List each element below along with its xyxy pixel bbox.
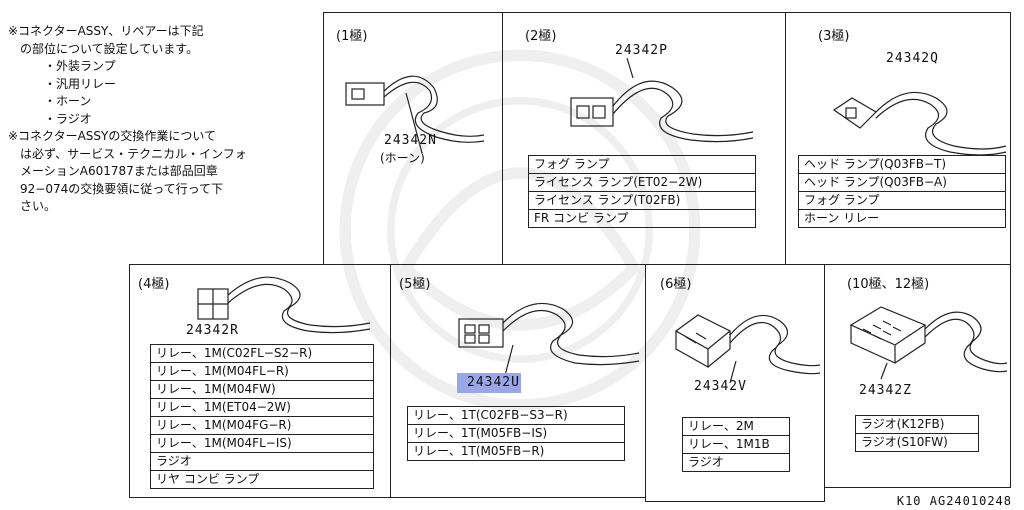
part-number: 24342R: [186, 323, 239, 338]
part-number: 24342Z: [859, 383, 912, 398]
note-line: さい。: [8, 199, 57, 213]
cell-4-pole: (4極) 24342R リレー、1M(C02FL−S2−R) リレー、1M(M0…: [129, 264, 391, 498]
usage-table: リレー、1M(C02FL−S2−R) リレー、1M(M04FL−R) リレー、1…: [150, 344, 374, 489]
table-row: ヘッド ランプ(Q03FB−A): [799, 173, 1005, 191]
usage-table: フォグ ランプ ライセンス ランプ(ET02−2W) ライセンス ランプ(T02…: [528, 155, 756, 228]
table-row: ライセンス ランプ(T02FB): [529, 191, 755, 209]
note-line: メーションA601787または部品回章: [8, 164, 218, 178]
connector-5-pole-icon: [458, 302, 640, 384]
table-row: リレー、1M(ET04−2W): [151, 398, 373, 416]
connector-1-pole-icon: [345, 75, 485, 154]
table-row: リレー、1M(M04FL−IS): [151, 434, 373, 452]
connector-10-12-pole-icon: [849, 306, 1008, 380]
highlight-marker: [457, 373, 521, 393]
cell-header: (3極): [818, 29, 850, 44]
part-number: 24342U: [467, 375, 520, 390]
note-line: ・ホーン: [8, 94, 92, 108]
note-line: 92−074の交換要領に従って行って下: [8, 181, 224, 196]
note-line: ※コネクターASSYの交換作業について: [8, 129, 216, 143]
table-row: リレー、2M: [688, 419, 754, 433]
cell-5-pole: (5極) 24342U リレー、1T(C02FB−S3−R) リレー、1T(M0…: [390, 264, 646, 498]
part-number: 24342N: [384, 133, 437, 148]
part-note: (ホーン): [380, 151, 425, 165]
document-code: K10 AG24010248: [896, 494, 1012, 508]
table-row: リレー、1M(C02FL−S2−R): [156, 346, 313, 360]
connector-4-pole-icon: [197, 276, 371, 334]
table-row: リレー、1M(M04FL−R): [151, 362, 373, 380]
table-row: フォグ ランプ: [534, 157, 610, 171]
table-row: リレー、1M(M04FW): [151, 380, 373, 398]
table-row: ラジオ: [151, 452, 373, 470]
cell-header: (5極): [399, 277, 431, 292]
table-row: フォグ ランプ: [799, 191, 1005, 209]
table-row: リレー、1T(M05FB−IS): [408, 424, 624, 442]
note-line: は必ず、サービス・テクニカル・インフォ: [8, 146, 247, 161]
notes-block: ※コネクターASSY、リペアーは下記 の部位について設定しています。 ・外装ラン…: [8, 23, 247, 216]
cell-2-pole: (2極) 24342P フォグ ランプ ライセンス ランプ(ET02−2W) ラ…: [502, 12, 786, 265]
part-number: 24342V: [694, 379, 747, 394]
part-number: 24342Q: [886, 51, 939, 66]
cell-header: (10極、12極): [847, 277, 930, 292]
table-row: ライセンス ランプ(ET02−2W): [529, 173, 755, 191]
note-line: ・汎用リレー: [8, 76, 117, 91]
note-line: ※コネクターASSY、リペアーは下記: [8, 24, 204, 38]
usage-table: ヘッド ランプ(Q03FB−T) ヘッド ランプ(Q03FB−A) フォグ ラン…: [798, 155, 1006, 228]
table-row: リヤ コンビ ランプ: [151, 470, 373, 488]
table-row: リレー、1M(M04FG−R): [151, 416, 373, 434]
table-row: ラジオ: [683, 453, 789, 471]
note-line: の部位について設定しています。: [8, 41, 199, 56]
cell-header: (1極): [336, 29, 368, 44]
connector-3-pole-icon: [832, 91, 1007, 156]
table-row: FR コンビ ランプ: [529, 209, 755, 227]
usage-table: リレー、1T(C02FB−S3−R) リレー、1T(M05FB−IS) リレー、…: [407, 406, 625, 461]
table-row: リレー、1T(M05FB−R): [408, 442, 624, 460]
usage-table: リレー、2M リレー、1M1B ラジオ: [682, 417, 790, 472]
table-row: リレー、1M1B: [683, 435, 789, 453]
cell-3-pole: (3極) 24342Q ヘッド ランプ(Q03FB−T) ヘッド ランプ(Q03…: [785, 12, 1011, 265]
note-line: ・外装ランプ: [8, 59, 116, 73]
usage-table: ラジオ(K12FB) ラジオ(S10FW): [855, 415, 979, 452]
cell-header: (4極): [138, 277, 170, 292]
table-row: リレー、1T(C02FB−S3−R): [413, 408, 568, 422]
table-row: ラジオ(S10FW): [856, 433, 978, 451]
cell-header: (2極): [525, 29, 557, 44]
connector-2-pole-icon: [570, 57, 754, 143]
cell-10-12-pole: (10極、12極) 24342Z ラジオ(K12FB) ラジオ(S10FW): [824, 264, 1011, 488]
cell-6-pole: (6極) 24342V リレー、2M リレー、1M1B ラジオ: [645, 264, 825, 502]
note-line: ・ラジオ: [8, 111, 92, 126]
part-number: 24342P: [615, 43, 668, 58]
connector-6-pole-icon: [674, 314, 821, 384]
cell-header: (6極): [660, 277, 692, 292]
table-row: ラジオ(K12FB): [861, 417, 945, 431]
table-row: ヘッド ランプ(Q03FB−T): [804, 157, 947, 171]
table-row: ホーン リレー: [799, 209, 1005, 227]
cell-1-pole: (1極) 24342N (ホーン): [323, 12, 503, 265]
